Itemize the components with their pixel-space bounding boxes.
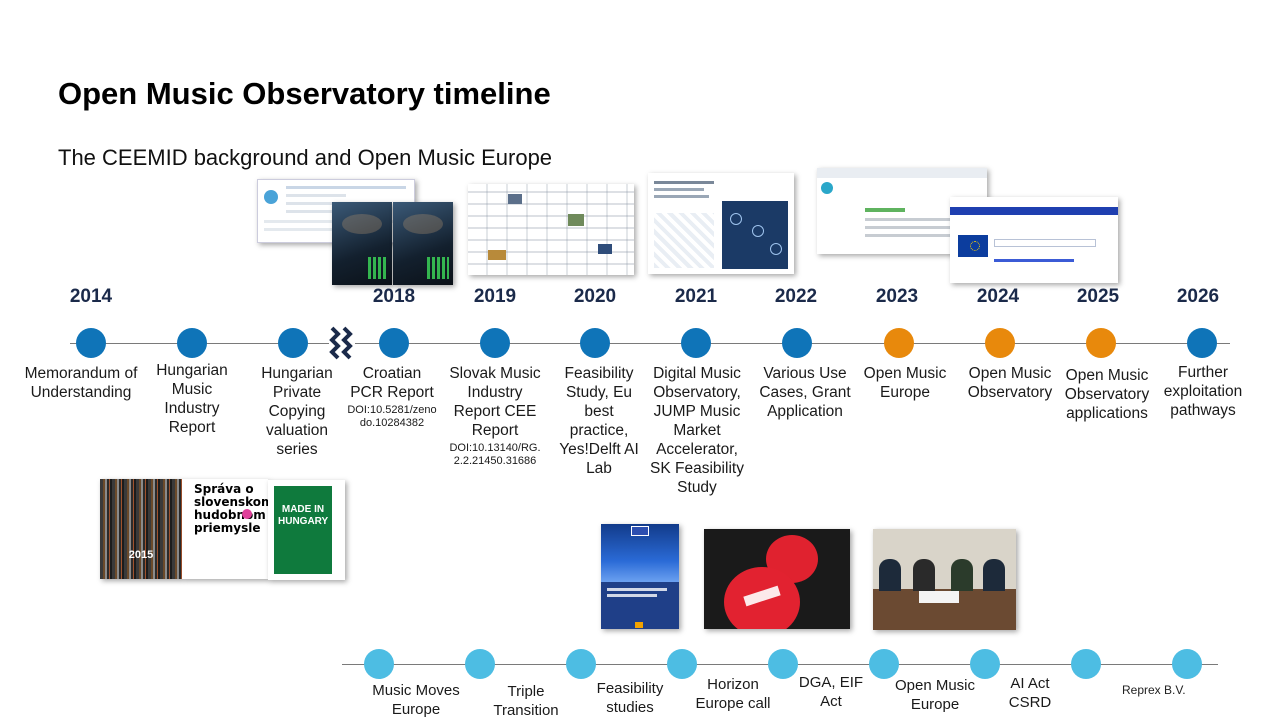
milestone-dot-2021	[681, 328, 711, 358]
milestone-text: Croatian PCR Report	[350, 365, 434, 401]
report-pages-collage-thumbnail	[468, 184, 634, 275]
milestone-dot-2026	[1187, 328, 1217, 358]
year-label: 2018	[372, 286, 416, 307]
signing-ceremony-photo-thumbnail	[873, 529, 1016, 630]
milestone-dot-2018	[379, 328, 409, 358]
slovak-report-title: Správa o slovenskom hudobnom priemysle	[194, 482, 268, 535]
year-label: 2022	[774, 286, 818, 307]
report-cover-thumbnail-left	[332, 202, 392, 285]
main-timeline-line	[70, 343, 1230, 344]
slide-title: Open Music Observatory timeline	[58, 76, 551, 111]
milestone-doi: DOI:10.5281/zenodo.10284382	[347, 404, 437, 429]
milestone-label: Open Music Observatory	[967, 365, 1053, 401]
policy-dot-triple-transition	[465, 649, 495, 679]
policy-label: Horizon Europe call	[695, 676, 771, 712]
slovak-report-cover-thumbnail: Správa o slovenskom hudobnom priemysle	[182, 479, 268, 579]
made-in-hungary-cover-thumbnail: MADE IN HUNGARY	[268, 480, 345, 580]
jump-badges-photo-thumbnail	[704, 529, 850, 629]
timeline-break-icon	[329, 326, 355, 360]
milestone-label: Feasibility Study, Eu best practice, Yes…	[559, 365, 639, 477]
policy-dot-ai-act	[970, 649, 1000, 679]
milestone-text: Slovak Music Industry Report CEE Report	[449, 365, 541, 439]
feasibility-study-cover-thumbnail	[601, 524, 679, 629]
policy-label: Open Music Europe	[894, 677, 976, 713]
milestone-dot-2020	[580, 328, 610, 358]
policy-dot-2026	[1172, 649, 1202, 679]
company-credit: Reprex B.V.	[1122, 683, 1186, 697]
report-2015-cover-thumbnail: 2015	[100, 479, 182, 579]
policy-label: DGA, EIF Act	[798, 674, 864, 710]
milestone-label: Memorandum of Understanding	[24, 365, 138, 401]
milestone-label: Various Use Cases, Grant Application	[759, 365, 851, 420]
milestone-label: Croatian PCR Report DOI:10.5281/zenodo.1…	[347, 364, 437, 430]
policy-dot-2025	[1071, 649, 1101, 679]
policy-label: Triple Transition	[493, 683, 559, 719]
year-label: 2021	[674, 286, 718, 307]
policy-label: AI Act CSRD	[1008, 675, 1052, 711]
policy-dot-open-music-europe	[869, 649, 899, 679]
year-label: 2026	[1176, 286, 1220, 307]
milestone-dot-2024	[985, 328, 1015, 358]
milestone-label: Slovak Music Industry Report CEE Report …	[445, 364, 545, 468]
milestone-label: Open Music Observatory applications	[1064, 367, 1150, 422]
milestone-dot-2025	[1086, 328, 1116, 358]
milestone-dot-2023	[884, 328, 914, 358]
milestone-label: Hungarian Private Copying valuation seri…	[261, 365, 333, 458]
milestone-dot-private-copying	[278, 328, 308, 358]
milestone-label: Open Music Europe	[863, 365, 947, 401]
policy-label: Feasibility studies	[596, 680, 664, 716]
digital-music-observatory-thumbnail	[648, 173, 794, 274]
policy-dot-music-moves-europe	[364, 649, 394, 679]
milestone-label: Digital Music Observatory, JUMP Music Ma…	[650, 365, 744, 496]
milestone-label: Hungarian Music Industry Report	[156, 362, 228, 436]
milestone-dot-2019	[480, 328, 510, 358]
milestone-dot-memorandum	[76, 328, 106, 358]
policy-dot-dga-eif	[768, 649, 798, 679]
policy-dot-horizon-europe	[667, 649, 697, 679]
report-2015-label: 2015	[128, 549, 154, 561]
year-label: 2014	[69, 286, 113, 307]
year-label: 2019	[473, 286, 517, 307]
year-label: 2020	[573, 286, 617, 307]
made-in-hungary-label: MADE IN HUNGARY	[278, 504, 329, 527]
policy-dot-feasibility-studies	[566, 649, 596, 679]
milestone-doi: DOI:10.13140/RG.2.2.21450.31686	[449, 442, 541, 467]
milestone-dot-2022	[782, 328, 812, 358]
observatory-website-thumbnail-front	[950, 197, 1118, 283]
milestone-label: Further exploitation pathways	[1163, 364, 1243, 419]
report-cover-thumbnail-right	[393, 202, 453, 285]
slide-subtitle: The CEEMID background and Open Music Eur…	[58, 145, 553, 170]
year-label: 2023	[875, 286, 919, 307]
policy-label: Music Moves Europe	[372, 682, 460, 718]
observatory-website-thumbnail-back	[817, 168, 987, 254]
milestone-dot-hungarian-report	[177, 328, 207, 358]
year-label: 2024	[976, 286, 1020, 307]
year-label: 2025	[1076, 286, 1120, 307]
